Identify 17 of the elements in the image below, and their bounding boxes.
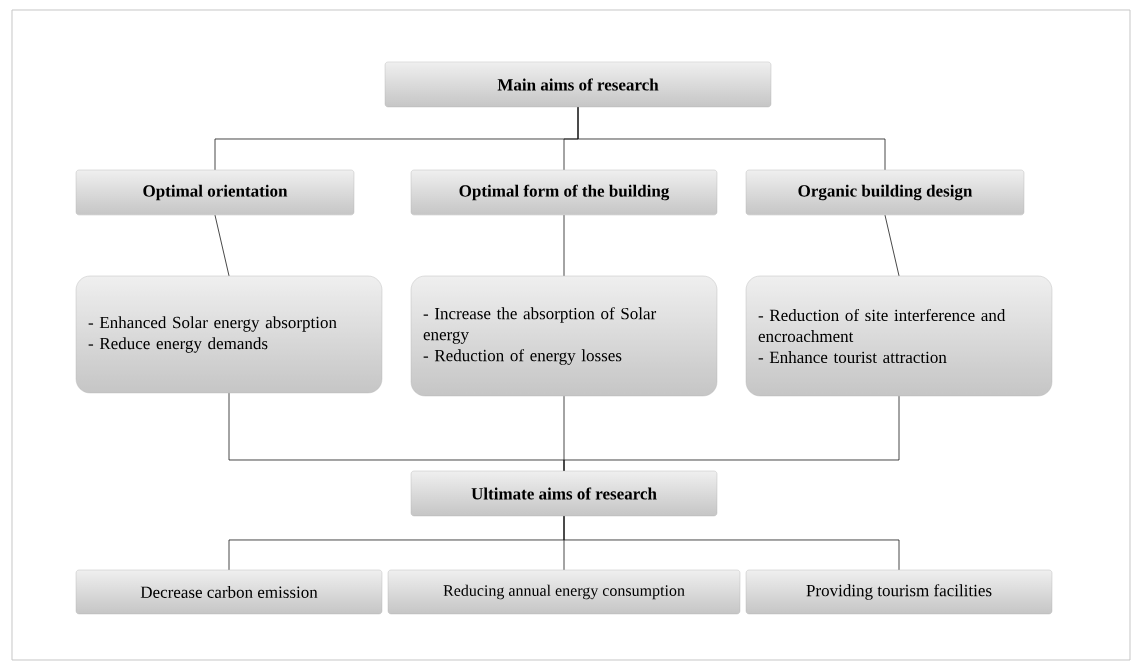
title-box: Main aims of research [384,61,772,108]
title-box: Ultimate aims of research [410,470,718,517]
connector [563,214,565,277]
list-box: - Reduction of site interference and encroachment - Enhance tourist attraction [745,275,1053,397]
connector [563,515,900,571]
list-box: - Enhanced Solar energy absorption - Reduce energy demands [75,275,383,394]
connector [884,214,900,277]
connector [214,214,230,277]
outcome-box: Reducing annual energy consumption [387,569,741,615]
title-box: Optimal form of the building [410,169,718,216]
outcome-box: Decrease carbon emission [75,569,383,615]
connector [563,395,900,472]
list-box: - Increase the absorption of Solar energy - Reduction of energy losses [410,275,718,397]
connector [577,106,886,171]
title-box: Optimal orientation [75,169,355,216]
title-box: Organic building design [745,169,1025,216]
outcome-box: Providing tourism facilities [745,569,1053,615]
